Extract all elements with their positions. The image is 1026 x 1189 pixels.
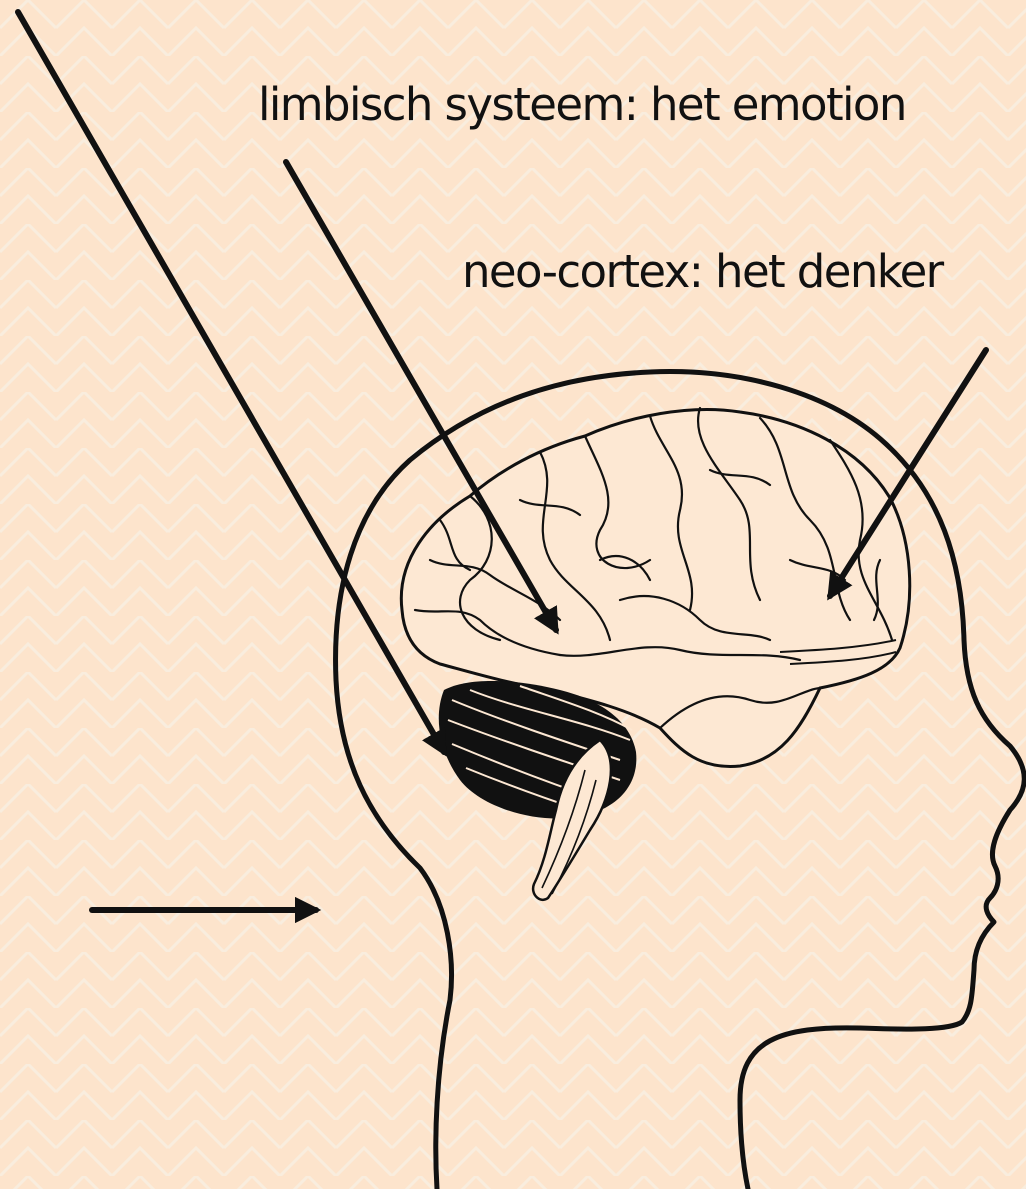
label-neo-cortex: neo-cortex: het denker: [462, 249, 943, 294]
label-limbic-system: limbisch systeem: het emotion: [258, 82, 906, 127]
